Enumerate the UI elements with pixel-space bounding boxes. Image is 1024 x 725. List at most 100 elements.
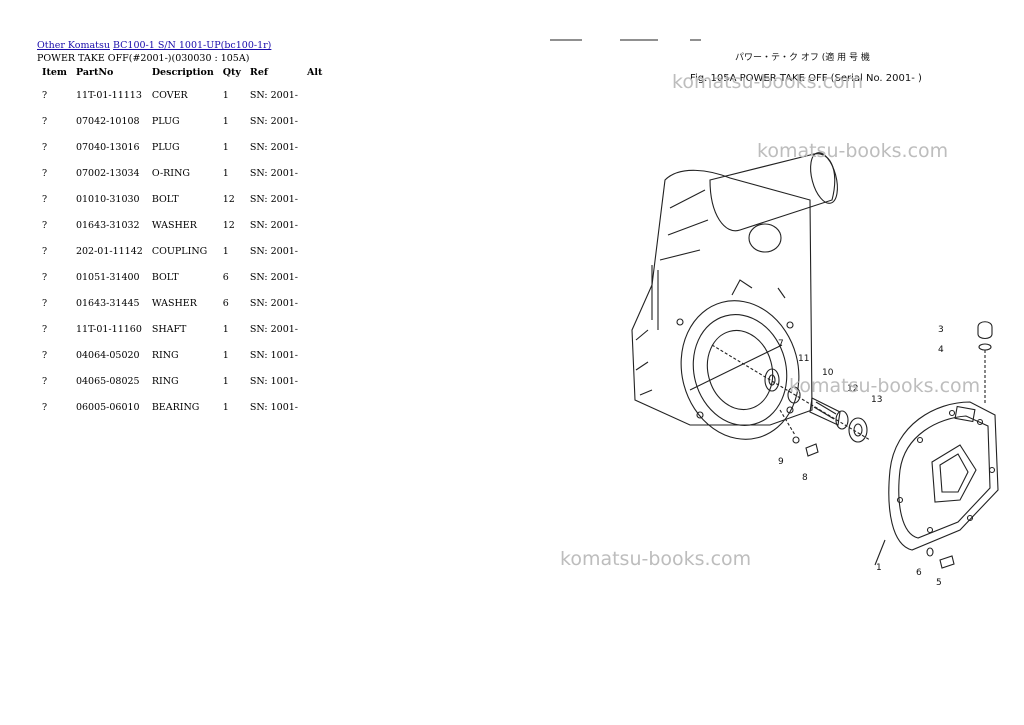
cell-item: ? [42, 272, 48, 283]
exploded-view-drawing: パワー・テ・ク オフ (適 用 号 機 Fig. 105A POWER TAKE… [550, 39, 999, 588]
engine-housing [631, 152, 838, 440]
breadcrumb: Other Komatsu BC100-1 S/N 1001-UP(bc100-… [37, 40, 271, 51]
cell-partno: 07042-10108 [75, 116, 140, 127]
cell-partno: 11T-01-11160 [75, 324, 142, 335]
watermark-text: komatsu-books.com [757, 140, 948, 162]
cell-ref: SN: 2001- [249, 324, 299, 335]
cell-description: RING [151, 376, 179, 387]
diagram-caption-jp: パワー・テ・ク オフ (適 用 号 機 [735, 51, 870, 63]
cell-item: ? [42, 324, 48, 335]
cell-partno: 06005-06010 [75, 402, 140, 413]
cell-partno: 07002-13034 [75, 168, 140, 179]
cell-item: ? [42, 116, 48, 127]
callout-1: 1 [876, 563, 882, 573]
cell-alt [302, 350, 326, 376]
cell-description: SHAFT [151, 324, 187, 335]
cell-item: ? [42, 220, 48, 231]
callout-10: 10 [822, 368, 834, 378]
cell-description: BEARING [151, 402, 200, 413]
cell-partno: 04065-08025 [75, 376, 140, 387]
cell-partno: 01010-31030 [75, 194, 140, 205]
breadcrumb-link-model[interactable]: BC100-1 S/N 1001-UP(bc100-1r) [112, 40, 272, 51]
cell-description: O-RING [151, 168, 190, 179]
shaft-assembly [711, 344, 871, 457]
table-row: ? 11T-01-11160 SHAFT 1 SN: 2001- [37, 324, 326, 350]
cell-item: ? [42, 90, 48, 101]
cell-qty: 1 [222, 350, 229, 361]
cell-alt [302, 272, 326, 298]
cell-item: ? [42, 298, 48, 309]
cell-description: RING [151, 350, 179, 361]
cell-alt [302, 324, 326, 350]
cell-alt [302, 194, 326, 220]
cell-qty: 12 [222, 220, 235, 231]
cell-qty: 1 [222, 142, 229, 153]
cell-partno: 11T-01-11113 [75, 90, 142, 101]
callout-5: 5 [936, 578, 942, 588]
col-item-header: Item [42, 67, 67, 78]
col-partno-header: PartNo [75, 67, 114, 78]
cell-qty: 1 [222, 246, 229, 257]
cell-ref: SN: 1001- [249, 376, 299, 387]
callout-9: 9 [778, 457, 784, 467]
cell-ref: SN: 2001- [249, 272, 299, 283]
watermark-text: komatsu-books.com [672, 71, 863, 93]
cell-ref: SN: 1001- [249, 402, 299, 413]
cell-ref: SN: 2001- [249, 220, 299, 231]
callout-12: 12 [847, 384, 858, 394]
cell-ref: SN: 2001- [249, 116, 299, 127]
cell-qty: 1 [222, 90, 229, 101]
callout-7: 7 [778, 339, 784, 349]
cell-alt [302, 220, 326, 246]
table-row: ? 04064-05020 RING 1 SN: 1001- [37, 350, 326, 376]
cell-alt [302, 142, 326, 168]
cell-description: WASHER [151, 298, 197, 309]
col-description-header: Description [151, 67, 214, 78]
page-subtitle: POWER TAKE OFF(#2001-)(030030 : 105A) [37, 53, 250, 64]
callout-8: 8 [802, 473, 808, 483]
cell-item: ? [42, 402, 48, 413]
cell-alt [302, 168, 326, 194]
pto-cover [874, 321, 999, 569]
cell-qty: 6 [222, 298, 229, 309]
callout-11: 11 [798, 354, 809, 364]
cell-item: ? [42, 350, 48, 361]
cell-ref: SN: 2001- [249, 298, 299, 309]
cell-description: BOLT [151, 194, 179, 205]
cell-qty: 12 [222, 194, 235, 205]
cell-description: COUPLING [151, 246, 208, 257]
cell-qty: 1 [222, 168, 229, 179]
cell-item: ? [42, 168, 48, 179]
watermark-text: komatsu-books.com [789, 375, 980, 397]
cell-qty: 1 [222, 116, 229, 127]
cell-partno: 01051-31400 [75, 272, 140, 283]
cell-qty: 1 [222, 324, 229, 335]
cell-partno: 01643-31032 [75, 220, 140, 231]
cell-description: COVER [151, 90, 188, 101]
cell-description: BOLT [151, 272, 179, 283]
cell-description: PLUG [151, 142, 180, 153]
cell-description: PLUG [151, 116, 180, 127]
cell-partno: 04064-05020 [75, 350, 140, 361]
callout-13: 13 [871, 395, 882, 405]
cell-ref: SN: 2001- [249, 168, 299, 179]
cell-item: ? [42, 142, 48, 153]
cell-alt [302, 246, 326, 272]
table-row: ? 07002-13034 O-RING 1 SN: 2001- [37, 168, 326, 194]
table-row: ? 07042-10108 PLUG 1 SN: 2001- [37, 116, 326, 142]
breadcrumb-link-other-komatsu[interactable]: Other Komatsu [37, 40, 110, 51]
cell-item: ? [42, 246, 48, 257]
callout-4: 4 [938, 345, 944, 355]
cell-ref: SN: 2001- [249, 90, 299, 101]
cell-item: ? [42, 376, 48, 387]
cell-partno: 01643-31445 [75, 298, 140, 309]
cell-alt [302, 298, 326, 324]
cell-ref: SN: 1001- [249, 350, 299, 361]
table-row: ? 01643-31445 WASHER 6 SN: 2001- [37, 298, 326, 324]
